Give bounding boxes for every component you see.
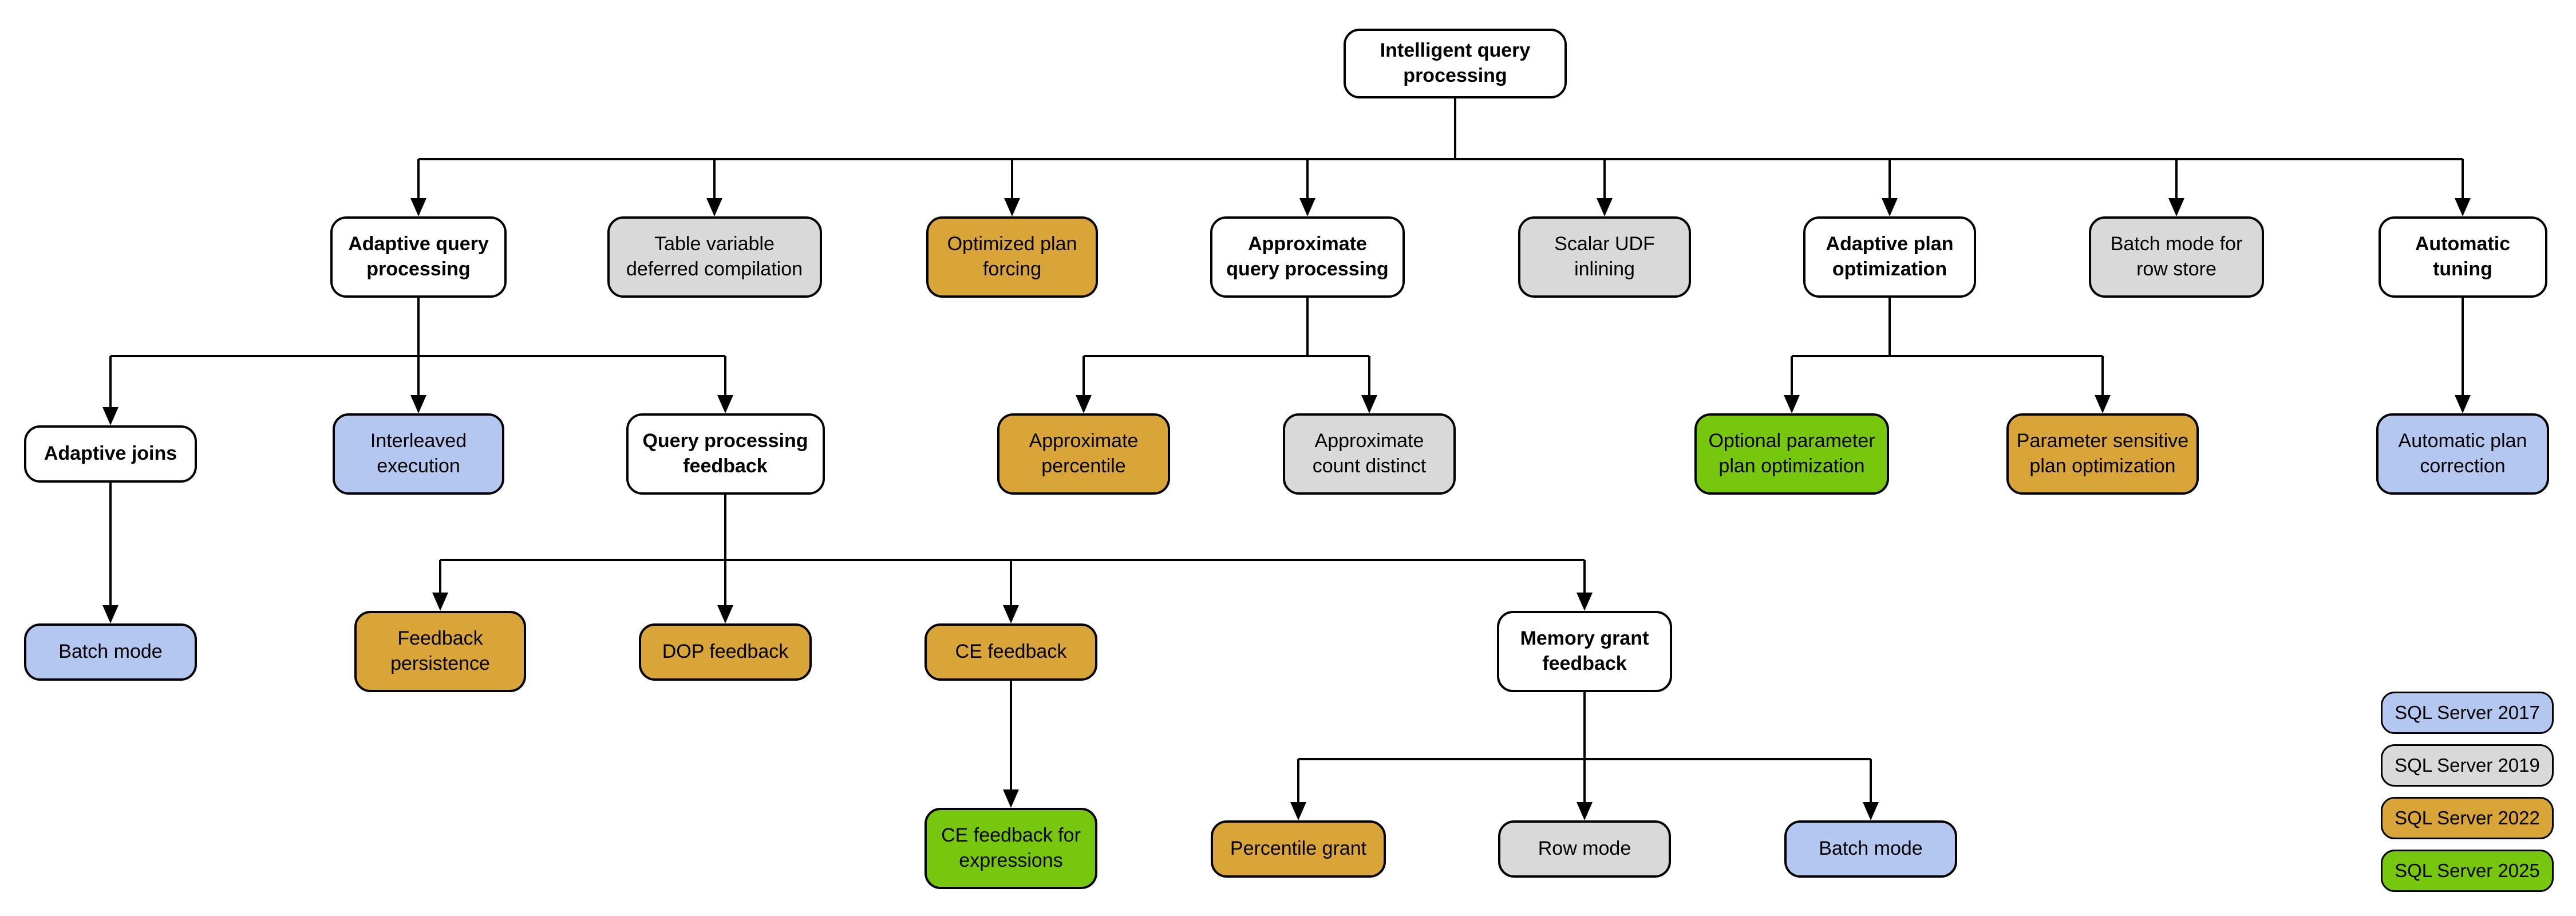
node-batch-mode-for-row-store: Batch mode for row store	[2089, 216, 2264, 298]
node-approximate-count-distinct: Approximate count distinct	[1283, 413, 1456, 495]
arrowhead-icon	[410, 395, 426, 413]
arrowhead-icon	[717, 395, 733, 413]
legend-sql-server-2017: SQL Server 2017	[2381, 692, 2554, 734]
arrowhead-icon	[2455, 395, 2471, 413]
arrowhead-icon	[2095, 395, 2111, 413]
node-optimized-plan-forcing: Optimized plan forcing	[926, 216, 1098, 298]
arrowhead-icon	[1003, 789, 1019, 808]
arrowhead-icon	[1882, 198, 1898, 216]
arrowhead-icon	[102, 407, 118, 425]
arrowhead-icon	[102, 605, 118, 623]
node-intelligent-query-processing: Intelligent query processing	[1344, 29, 1567, 98]
arrowhead-icon	[1577, 802, 1593, 820]
node-feedback-persistence: Feedback persistence	[354, 611, 526, 692]
arrowhead-icon	[1784, 395, 1800, 413]
arrowhead-icon	[2168, 198, 2184, 216]
node-percentile-grant: Percentile grant	[1211, 820, 1386, 878]
node-approximate-percentile: Approximate percentile	[997, 413, 1170, 495]
node-interleaved-execution: Interleaved execution	[333, 413, 504, 495]
node-adaptive-joins: Adaptive joins	[24, 425, 197, 483]
arrowhead-icon	[1863, 802, 1879, 820]
legend-sql-server-2025: SQL Server 2025	[2381, 850, 2554, 892]
node-automatic-plan-correction: Automatic plan correction	[2376, 413, 2549, 495]
legend-sql-server-2022: SQL Server 2022	[2381, 797, 2554, 839]
node-adaptive-query-processing: Adaptive query processing	[330, 216, 507, 298]
node-batch-mode-memory-grant: Batch mode	[1784, 820, 1957, 878]
arrowhead-icon	[1004, 198, 1020, 216]
arrowhead-icon	[717, 605, 733, 623]
arrowhead-icon	[1076, 395, 1092, 413]
node-table-variable-deferred-compilation: Table variable deferred compilation	[607, 216, 822, 298]
arrowhead-icon	[1597, 198, 1613, 216]
arrowhead-icon	[2455, 198, 2471, 216]
node-ce-feedback-for-expressions: CE feedback for expressions	[924, 808, 1097, 889]
node-adaptive-plan-optimization: Adaptive plan optimization	[1803, 216, 1976, 298]
node-memory-grant-feedback: Memory grant feedback	[1497, 611, 1672, 692]
arrowhead-icon	[1361, 395, 1377, 413]
arrowhead-icon	[1577, 593, 1593, 611]
arrowhead-icon	[706, 198, 722, 216]
node-optional-parameter-plan-optimization: Optional parameter plan optimization	[1694, 413, 1889, 495]
node-query-processing-feedback: Query processing feedback	[626, 413, 825, 495]
node-batch-mode-adaptive-joins: Batch mode	[24, 623, 197, 681]
legend-sql-server-2019: SQL Server 2019	[2381, 744, 2554, 787]
arrowhead-icon	[432, 593, 448, 611]
node-row-mode: Row mode	[1498, 820, 1671, 878]
node-dop-feedback: DOP feedback	[639, 623, 812, 681]
node-automatic-tuning: Automatic tuning	[2378, 216, 2547, 298]
arrowhead-icon	[410, 198, 426, 216]
arrowhead-icon	[1299, 198, 1315, 216]
node-parameter-sensitive-plan-optimization: Parameter sensitive plan optimization	[2006, 413, 2199, 495]
node-scalar-udf-inlining: Scalar UDF inlining	[1518, 216, 1691, 298]
node-ce-feedback: CE feedback	[924, 623, 1097, 681]
node-approximate-query-processing: Approximate query processing	[1210, 216, 1405, 298]
arrowhead-icon	[1003, 605, 1019, 623]
arrowhead-icon	[1290, 802, 1306, 820]
